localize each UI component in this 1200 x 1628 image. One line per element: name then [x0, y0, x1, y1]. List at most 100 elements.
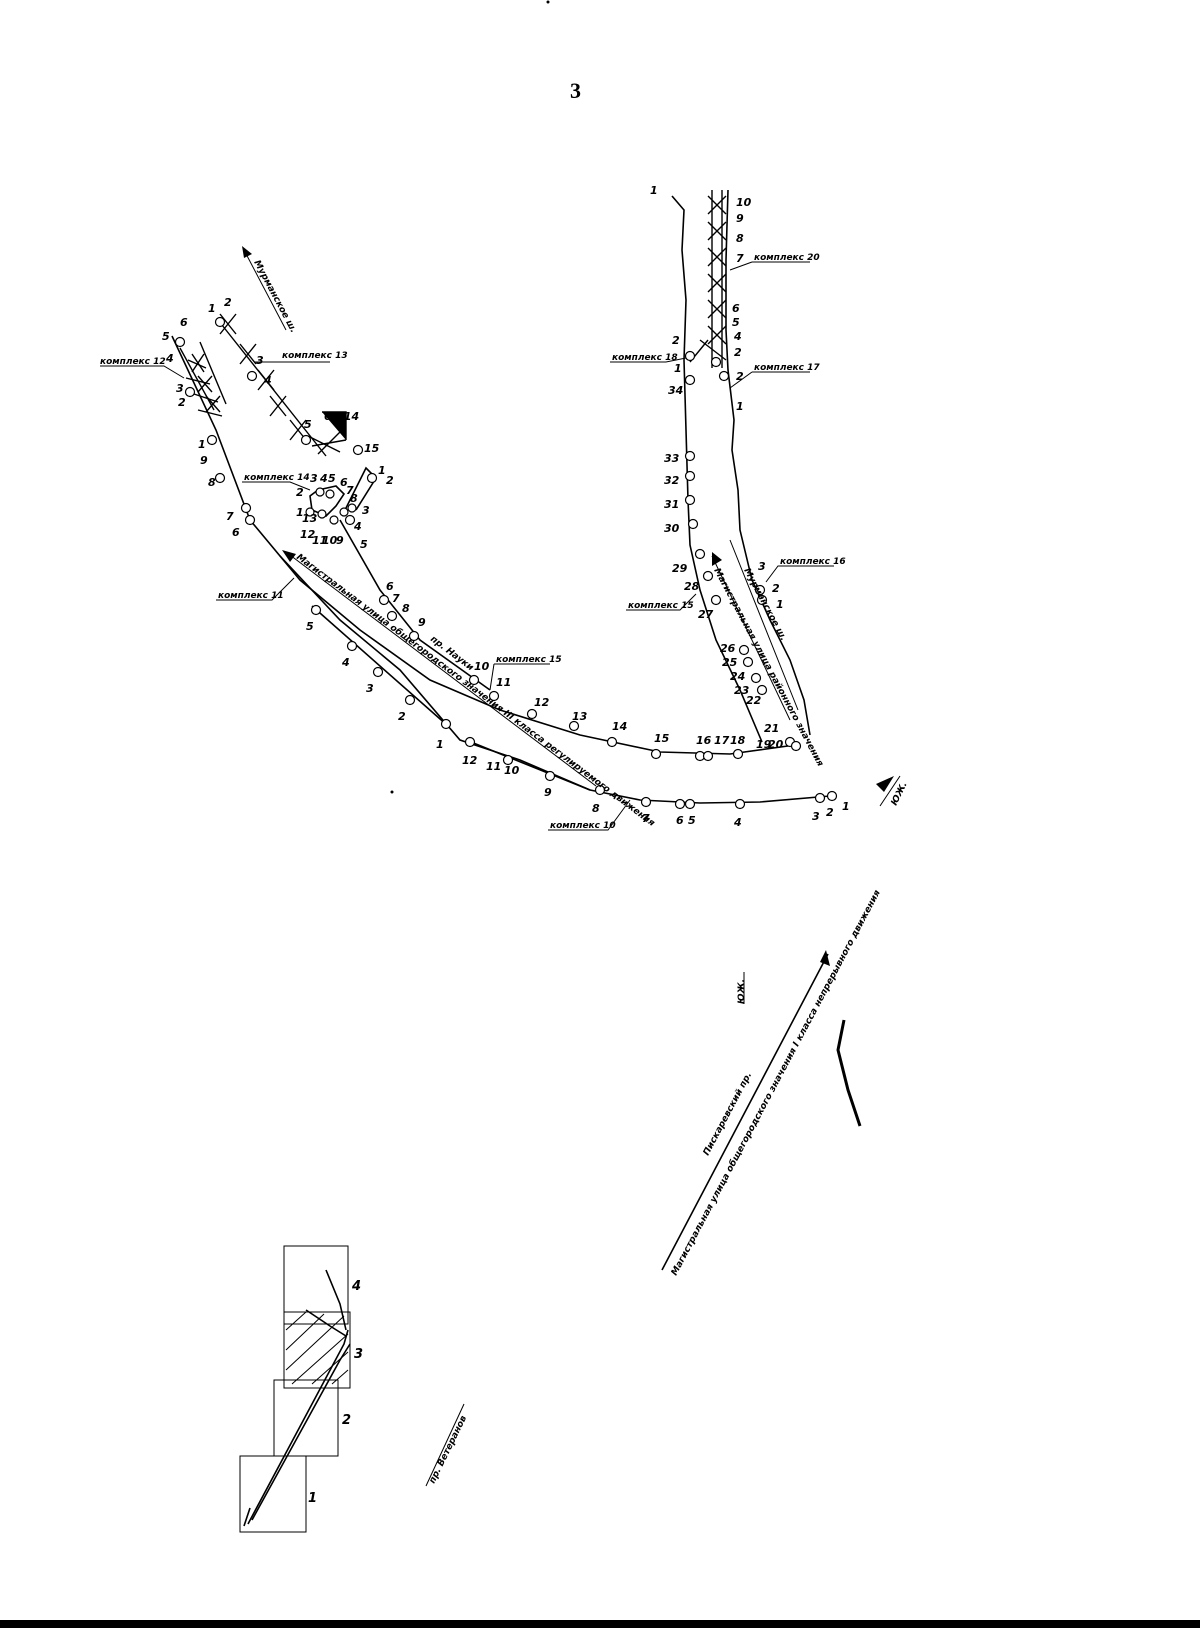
svg-text:1: 1 [736, 400, 744, 413]
svg-text:16: 16 [696, 734, 712, 747]
svg-text:3: 3 [758, 560, 766, 573]
right-road-left-edge [671, 195, 763, 743]
svg-text:комплекс 20: комплекс 20 [754, 253, 820, 263]
svg-text:комплекс 17: комплекс 17 [754, 363, 820, 373]
svg-text:2: 2 [772, 582, 780, 595]
svg-text:8: 8 [208, 476, 216, 489]
svg-text:7: 7 [346, 484, 354, 497]
right-road-arrow-line-1 [729, 539, 799, 711]
svg-text:6: 6 [180, 316, 188, 329]
svg-text:34: 34 [668, 384, 683, 397]
svg-text:5: 5 [162, 330, 170, 343]
svg-text:3: 3 [366, 682, 374, 695]
svg-text:комплекс 15: комплекс 15 [628, 601, 694, 611]
svg-text:31: 31 [664, 498, 679, 511]
svg-text:ЮЖ.: ЮЖ. [737, 979, 747, 1004]
complex-callout-13: комплекс 13 [254, 351, 348, 363]
svg-text:9: 9 [544, 786, 552, 799]
lower-road-line [661, 953, 829, 1271]
svg-text:32: 32 [664, 474, 680, 487]
svg-text:5: 5 [360, 538, 368, 551]
complex-callout-14: комплекс 14 [242, 473, 311, 491]
svg-text:7: 7 [642, 812, 650, 825]
complex-callout-12: комплекс 12 [100, 357, 185, 379]
svg-text:3: 3 [310, 472, 318, 485]
svg-text:13: 13 [572, 710, 588, 723]
top-road-label: Мурманское ш. [251, 259, 298, 335]
svg-text:4: 4 [353, 520, 362, 533]
svg-text:2: 2 [224, 296, 232, 309]
complex-callout-18: комплекс 18 [610, 353, 687, 363]
svg-text:1: 1 [208, 302, 216, 315]
svg-text:33: 33 [664, 452, 680, 465]
svg-text:3: 3 [256, 354, 264, 367]
svg-text:27: 27 [698, 608, 714, 621]
svg-text:1: 1 [842, 800, 850, 813]
svg-text:8: 8 [736, 232, 744, 245]
svg-text:8: 8 [350, 492, 358, 505]
complex-20-crosses [689, 190, 727, 368]
lower-road-edge [836, 1019, 862, 1127]
svg-text:1: 1 [650, 184, 658, 197]
svg-text:15: 15 [654, 732, 670, 745]
svg-text:4: 4 [263, 374, 272, 387]
svg-text:30: 30 [664, 522, 680, 535]
svg-text:комплекс 16: комплекс 16 [780, 557, 846, 567]
svg-text:9: 9 [736, 212, 744, 225]
right-road-arrow-line-2 [711, 555, 791, 721]
svg-text:2: 2 [178, 396, 186, 409]
lower-left-street-line [425, 1403, 465, 1487]
svg-text:ЮЖ.: ЮЖ. [890, 780, 910, 807]
svg-text:25: 25 [722, 656, 738, 669]
svg-text:1: 1 [296, 506, 304, 519]
svg-text:5: 5 [688, 814, 696, 827]
station-points [174, 316, 838, 810]
svg-text:11: 11 [486, 760, 501, 773]
svg-text:комплекс 14: комплекс 14 [244, 473, 310, 483]
svg-text:21: 21 [764, 722, 779, 735]
svg-text:6: 6 [676, 814, 684, 827]
svg-text:26: 26 [720, 642, 736, 655]
svg-text:29: 29 [672, 562, 688, 575]
complex-13-crosses [217, 313, 347, 457]
svg-text:3: 3 [812, 810, 820, 823]
svg-text:19: 19 [756, 738, 772, 751]
svg-text:11: 11 [496, 676, 511, 689]
svg-text:4: 4 [733, 816, 742, 829]
svg-text:2: 2 [734, 346, 742, 359]
svg-text:5: 5 [306, 620, 314, 633]
svg-text:13: 13 [302, 512, 318, 525]
svg-text:10: 10 [504, 764, 520, 777]
north-arrow-top: ЮЖ. [876, 775, 910, 807]
svg-text:2: 2 [386, 474, 394, 487]
right-road-arrow-head [712, 552, 722, 566]
complex-callout-17: комплекс 17 [729, 363, 820, 389]
svg-text:8: 8 [402, 602, 410, 615]
complex-12-crosses [179, 341, 227, 417]
svg-text:6 - 14: 6 - 14 [324, 410, 359, 423]
upper-branch [339, 519, 491, 691]
svg-text:1: 1 [378, 464, 386, 477]
svg-text:5: 5 [328, 472, 336, 485]
svg-text:3: 3 [176, 382, 184, 395]
svg-text:9: 9 [418, 616, 426, 629]
complex-callout-16: комплекс 16 [765, 557, 846, 583]
complex-callout-10: комплекс 10 [548, 799, 631, 831]
left-road-upper-line [171, 335, 796, 755]
dot-mark [390, 790, 394, 794]
svg-text:9: 9 [336, 534, 344, 547]
north-arrow-mid: ЮЖ. [737, 972, 747, 1004]
svg-text:12: 12 [300, 528, 316, 541]
svg-text:6: 6 [340, 476, 348, 489]
svg-text:5: 5 [304, 418, 312, 431]
svg-text:11: 11 [312, 534, 327, 547]
complex-14-loop [309, 485, 346, 517]
svg-text:2: 2 [826, 806, 834, 819]
svg-text:5: 5 [732, 316, 740, 329]
svg-text:2: 2 [296, 486, 304, 499]
svg-text:4: 4 [733, 330, 742, 343]
left-road-label: Магистральная улица общегородского значе… [294, 552, 657, 829]
svg-text:1: 1 [776, 598, 784, 611]
